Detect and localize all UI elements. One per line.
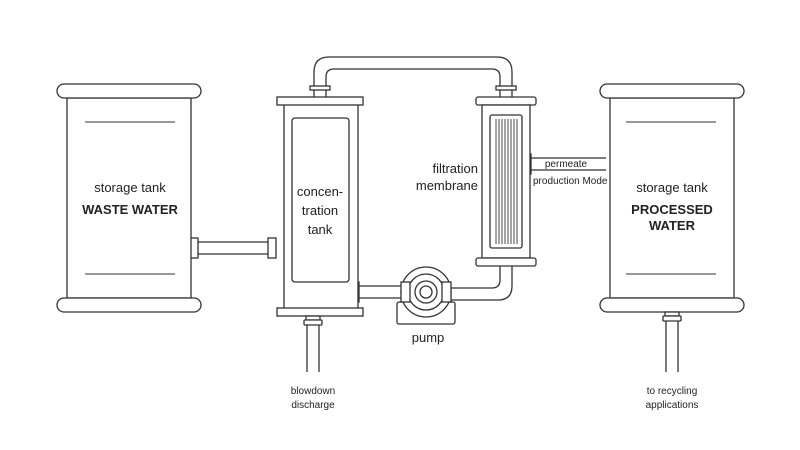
recycling-pipe <box>662 311 682 372</box>
concentration-tank-label-2: tration <box>302 203 338 218</box>
concentration-tank <box>276 96 364 317</box>
recycling-label-2: applications <box>646 400 699 411</box>
blowdown-label-1: blowdown <box>291 386 335 397</box>
membrane-fibers <box>495 119 518 244</box>
pump-label: pump <box>412 330 445 345</box>
filtration-membrane <box>475 96 537 267</box>
permeate-label: permeate <box>545 159 588 170</box>
recycling-label-1: to recycling <box>647 386 698 397</box>
waste-tank-caption: storage tank <box>94 180 166 195</box>
production-mode-label: production Mode <box>533 176 608 187</box>
waste-tank-title: WASTE WATER <box>82 202 178 217</box>
membrane-to-pump-pipe <box>449 266 513 301</box>
processed-tank-title-2: WATER <box>649 218 696 233</box>
waste-water-tank <box>56 83 202 313</box>
concentration-tank-label-1: concen- <box>297 184 343 199</box>
top-return-pipe <box>309 56 517 97</box>
processed-water-tank <box>599 83 745 313</box>
processed-tank-caption: storage tank <box>636 180 708 195</box>
waste-to-concentration-pipe <box>189 237 277 259</box>
concentration-tank-label-3: tank <box>308 222 333 237</box>
tank-to-pump-pipe <box>353 281 408 303</box>
processed-tank-title-1: PROCESSED <box>631 202 713 217</box>
pump <box>396 266 456 325</box>
membrane-label-1: filtration <box>432 161 478 176</box>
blowdown-pipe <box>303 315 323 372</box>
blowdown-label-2: discharge <box>291 400 335 411</box>
membrane-label-2: membrane <box>416 178 478 193</box>
